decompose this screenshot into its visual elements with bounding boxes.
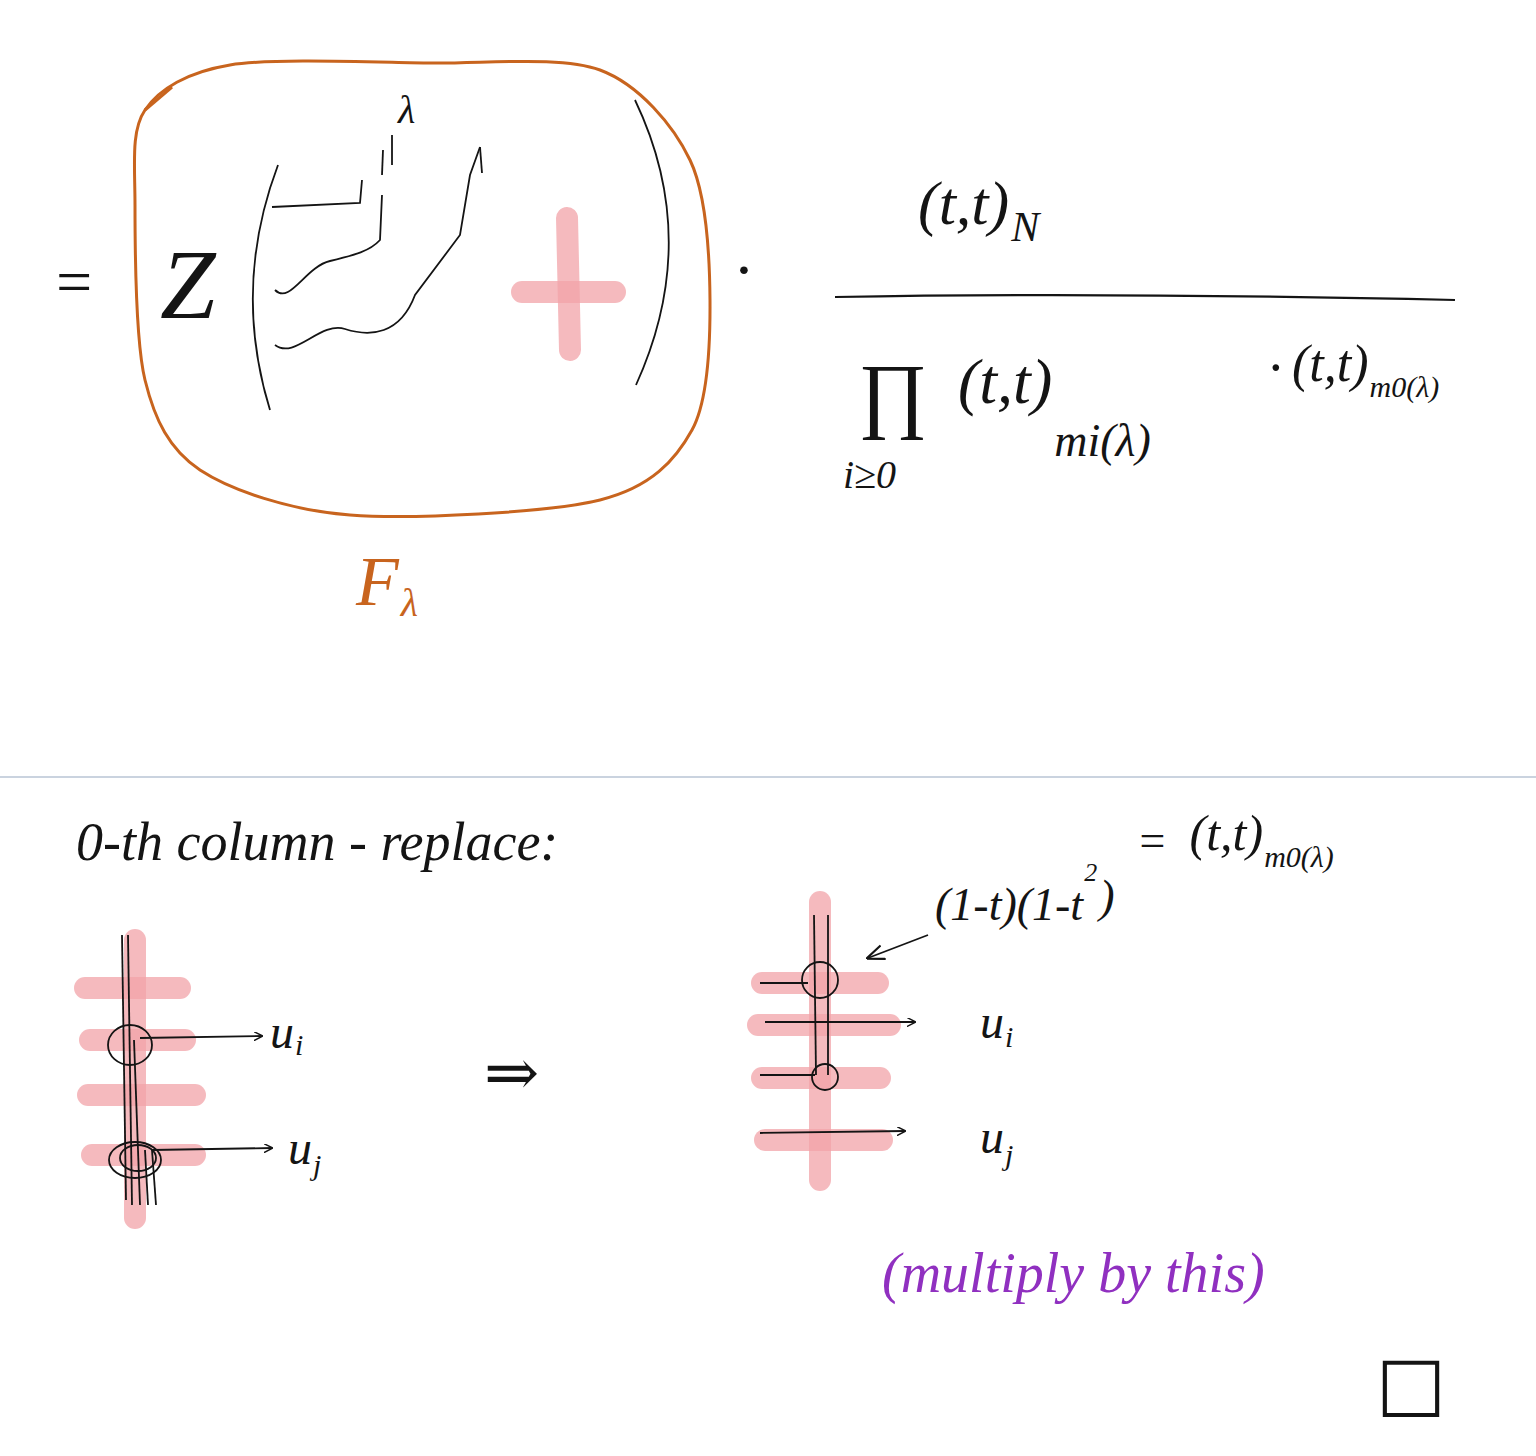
subscript: m0(λ): [1264, 842, 1334, 872]
plus-mark: [522, 218, 615, 350]
multiplication-dot: ·: [1268, 340, 1282, 396]
function-symbol: Z: [160, 235, 216, 335]
region-outline: [130, 55, 720, 525]
variable: u: [270, 1008, 294, 1056]
subscript: i: [295, 1030, 303, 1060]
multiplication-dot: ·: [735, 238, 751, 302]
implies-arrow: ⇒: [484, 1040, 539, 1106]
variable: u: [980, 1113, 1004, 1161]
math-term: (1-t)(1-t: [935, 882, 1083, 928]
region-name: F: [356, 547, 399, 617]
variable: u: [288, 1124, 312, 1172]
qed-box: □: [1376, 1345, 1446, 1419]
partition-label: λ: [398, 90, 415, 130]
math-term: (t,t): [958, 350, 1052, 414]
subscript: m0(λ): [1370, 372, 1440, 402]
lattice-paths: [253, 100, 669, 410]
left-column-figure: [85, 935, 272, 1218]
orange-region: ZλFλ: [130, 55, 720, 525]
subscript: λ: [401, 583, 418, 623]
math-term: (t,t): [918, 172, 1009, 234]
math-term: (t,t): [1190, 808, 1264, 858]
heading-note: 0-th column - replace:: [76, 815, 558, 869]
equals-sign: =: [52, 250, 95, 314]
page-separator: [0, 776, 1536, 778]
subscript: i: [1005, 1022, 1013, 1052]
product-index: i≥0: [843, 455, 896, 495]
right-column-figure: [758, 902, 928, 1180]
subscript: N: [1011, 206, 1039, 248]
equals-sign: =: [1136, 818, 1167, 864]
product-symbol: ∏: [858, 352, 927, 436]
superscript: 2: [1084, 860, 1097, 886]
subscript: j: [313, 1150, 321, 1180]
subscript: j: [1005, 1140, 1013, 1170]
fraction-bar: [835, 295, 1455, 300]
note: (multiply by this): [882, 1245, 1265, 1301]
subscript: mi(λ): [1054, 418, 1151, 464]
math-term: ): [1099, 874, 1114, 920]
blob-outline: [134, 61, 710, 516]
variable: u: [980, 998, 1004, 1046]
math-term: (t,t): [1292, 338, 1369, 390]
